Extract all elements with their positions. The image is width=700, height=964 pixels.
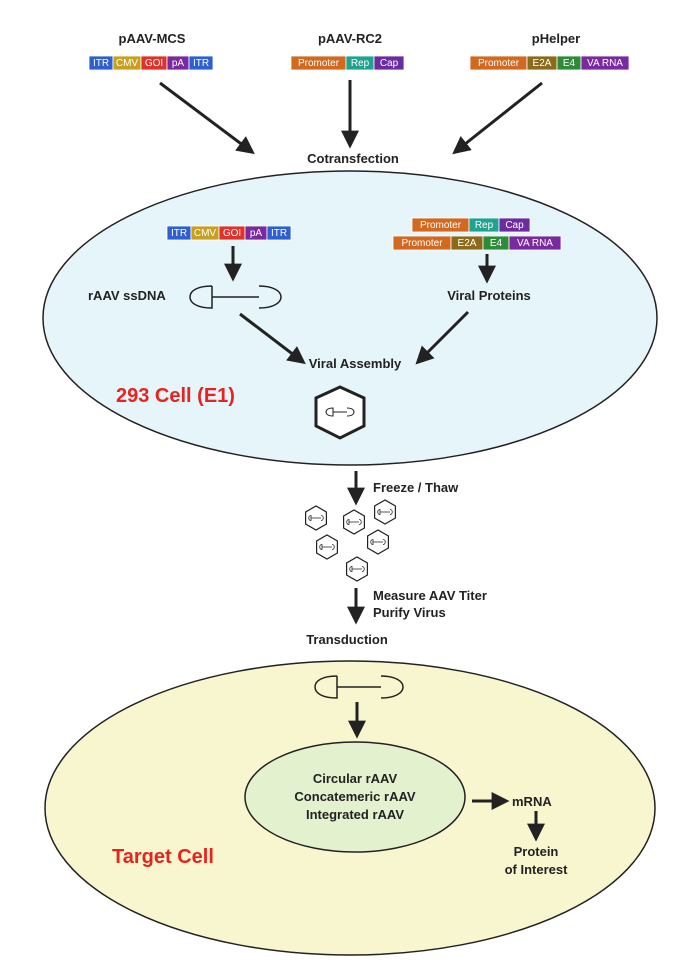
protein-label-line1: Protein (514, 844, 559, 859)
plasmid-helper-bar: Promoter E2A E4 VA RNA (469, 55, 630, 71)
mcs-segment-label-1: CMV (194, 228, 217, 239)
arrow-helper-to-cotransfection (452, 81, 543, 155)
rc2-segment-label-1: Rep (475, 220, 494, 231)
cell-293-label: 293 Cell (E1) (116, 385, 235, 407)
helper-segment-label-0: Promoter (478, 58, 520, 69)
protein-label-line2: of Interest (505, 862, 569, 877)
helper-segment-label-0: Promoter (401, 238, 443, 249)
cell-mcs-bar: ITR CMV GOI pA ITR (166, 225, 292, 241)
virion-particle (343, 509, 365, 535)
released-virions (305, 499, 396, 582)
plasmid-mcs-title: pAAV-MCS (119, 31, 186, 46)
purify-virus-label: Purify Virus (373, 605, 446, 620)
rc2-segment-label-0: Promoter (420, 220, 462, 231)
mcs-segment-label-2: GOI (145, 58, 163, 69)
cell-helper-bar: Promoter E2A E4 VA RNA (392, 235, 562, 251)
helper-segment-label-2: E4 (563, 58, 576, 69)
measure-titer-label: Measure AAV Titer (373, 588, 487, 603)
rc2-segment-label-2: Cap (380, 58, 399, 69)
helper-segment-3 (508, 235, 562, 251)
integrated-raav-label: Integrated rAAV (306, 807, 404, 822)
mcs-segment-label-4: ITR (193, 58, 209, 69)
nucleus (244, 741, 466, 853)
plasmid-mcs-bar: ITR CMV GOI pA ITR (88, 55, 214, 71)
arrow-ssdna-to-assembly (239, 312, 306, 365)
plasmid-rc2-bar: Promoter Rep Cap (290, 55, 405, 71)
mrna-label: mRNA (512, 794, 552, 809)
virion-particle (305, 505, 327, 531)
mcs-segment-label-3: pA (250, 228, 263, 239)
viral-assembly-label: Viral Assembly (309, 356, 402, 371)
mcs-segment-4 (266, 225, 292, 241)
plasmid-rc2-title: pAAV-RC2 (318, 31, 382, 46)
rc2-segment-label-1: Rep (351, 58, 370, 69)
assembled-virion-icon (314, 385, 366, 440)
helper-segment-label-3: VA RNA (587, 58, 623, 69)
viral-proteins-label: Viral Proteins (447, 288, 531, 303)
rAAV-ssDNA-label: rAAV ssDNA (88, 288, 166, 303)
rc2-segment-label-2: Cap (505, 220, 524, 231)
plasmid-helper-title: pHelper (532, 31, 580, 46)
virion-particle (374, 499, 396, 525)
arrow-proteins-to-assembly (415, 310, 470, 365)
helper-segment-label-2: E4 (490, 238, 503, 249)
circular-raav-label: Circular rAAV (313, 771, 398, 786)
helper-segment-label-3: VA RNA (517, 238, 553, 249)
target-cell-label: Target Cell (112, 846, 214, 868)
freeze-thaw-label: Freeze / Thaw (373, 480, 459, 495)
cotransfection-label: Cotransfection (307, 151, 399, 166)
target-ssdna-glyph (314, 675, 404, 699)
mcs-segment-label-3: pA (172, 58, 185, 69)
mcs-segment-label-0: ITR (93, 58, 109, 69)
rc2-segment-2 (498, 217, 531, 233)
helper-segment-label-1: E2A (458, 238, 477, 249)
rc2-segment-label-0: Promoter (298, 58, 340, 69)
helper-segment-label-1: E2A (533, 58, 552, 69)
virion-particle (367, 529, 389, 555)
cell-rc2-bar: Promoter Rep Cap (411, 217, 531, 233)
ssdna-hairpin-glyph (189, 285, 282, 309)
mcs-segment-4 (188, 55, 214, 71)
transduction-label: Transduction (306, 632, 388, 647)
mcs-segment-label-4: ITR (271, 228, 287, 239)
rc2-segment-2 (373, 55, 405, 71)
virion-particle (316, 534, 338, 560)
concatemeric-raav-label: Concatemeric rAAV (294, 789, 415, 804)
helper-segment-3 (580, 55, 630, 71)
mcs-segment-label-1: CMV (116, 58, 139, 69)
mcs-segment-label-2: GOI (223, 228, 241, 239)
arrow-mcs-to-cotransfection (159, 81, 255, 155)
virion-particle (346, 556, 368, 582)
mcs-segment-label-0: ITR (171, 228, 187, 239)
